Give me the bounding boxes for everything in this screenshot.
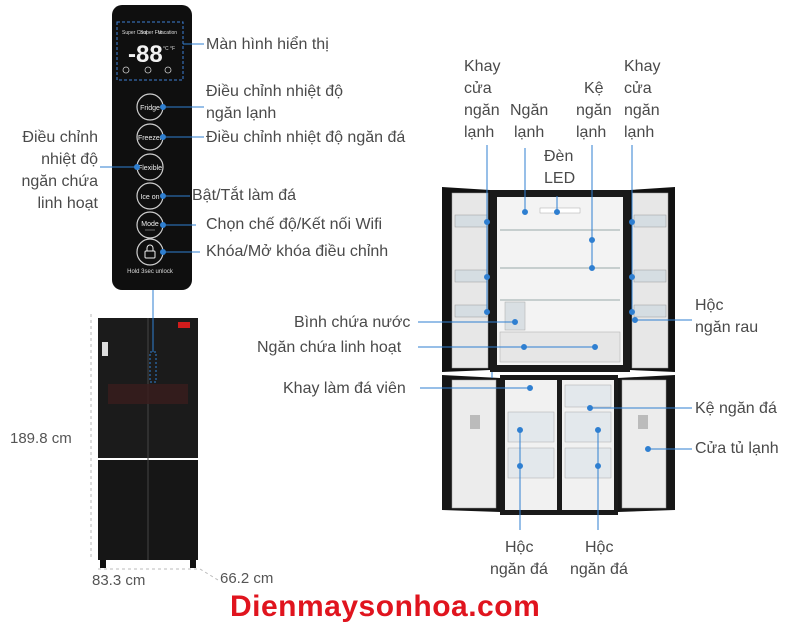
label-freezer-drawer-left-1: Hộc: [505, 539, 534, 556]
label-fridge-adjust-2: ngăn lạnh: [206, 105, 277, 122]
label-fridge-door: Cửa tủ lạnh: [695, 440, 779, 457]
label-door-tray-left-1: Khay: [464, 58, 501, 75]
lock-indicator-icon: [144, 66, 152, 74]
ice-on-button[interactable]: Ice on: [136, 182, 164, 210]
display-frame: [116, 21, 184, 81]
label-fridge-comp-2: lạnh: [514, 124, 545, 141]
temp-display: -88: [128, 41, 163, 68]
dimension-height: 189.8 cm: [10, 430, 72, 447]
temp-units: °C °F: [163, 46, 175, 52]
lock-icon: [144, 250, 156, 259]
label-freezer-shelf: Kệ ngăn đá: [695, 400, 777, 417]
label-water-tank: Bình chứa nước: [294, 314, 411, 331]
label-led-1: Đèn: [544, 148, 574, 165]
label-flex-adjust-2: nhiệt độ: [41, 151, 98, 168]
label-lock-toggle: Khóa/Mở khóa điều chỉnh: [206, 243, 389, 260]
label-flex-adjust-3: ngăn chứa: [21, 173, 98, 190]
dimension-width: 83.3 cm: [92, 572, 146, 589]
label-fridge-comp-1: Ngăn: [510, 102, 549, 119]
dimension-depth: 66.2 cm: [220, 570, 274, 587]
mode-button-label: Mode: [141, 221, 159, 228]
label-ice-toggle: Bật/Tắt làm đá: [192, 187, 297, 204]
label-ice-tray: Khay làm đá viên: [283, 380, 406, 397]
lock-button[interactable]: [136, 238, 164, 266]
fridge-button-label: Fridge: [140, 105, 160, 112]
label-mode-wifi: Chọn chế độ/Kết nối Wifi: [206, 216, 383, 233]
label-fridge-adjust-1: Điều chỉnh nhiệt độ: [206, 83, 343, 100]
label-freezer-drawer-left-2: ngăn đá: [490, 561, 548, 578]
display-top-label-3: Vacation: [158, 30, 177, 36]
flexible-button-label: Flexible: [138, 165, 162, 172]
label-freezer-adjust: Điều chỉnh nhiệt độ ngăn đá: [206, 129, 406, 146]
label-door-tray-right-1: Khay: [624, 58, 661, 75]
panel-callout-lines: [100, 43, 204, 255]
label-flex-adjust-1: Điều chỉnh: [22, 129, 98, 146]
label-door-tray-left-3: ngăn: [464, 102, 500, 119]
label-shelf-2: ngăn: [576, 102, 612, 119]
label-led-2: LED: [544, 170, 576, 187]
mode-button[interactable]: Mode: [136, 211, 164, 239]
label-door-tray-left-4: lạnh: [464, 124, 495, 141]
label-flex-comp: Ngăn chứa linh hoạt: [257, 339, 402, 356]
label-door-tray-right-3: ngăn: [624, 102, 660, 119]
fridge-button[interactable]: Fridge: [136, 93, 164, 121]
interior-callout-lines: [418, 145, 692, 530]
freezer-button[interactable]: Freezer: [136, 123, 164, 151]
dimension-lines: [90, 314, 219, 581]
label-freezer-drawer-right-1: Hộc: [585, 539, 614, 556]
open-fridge: [442, 187, 675, 515]
wifi-icon: [122, 66, 130, 74]
label-shelf-3: lạnh: [576, 124, 607, 141]
label-door-tray-right-4: lạnh: [624, 124, 655, 141]
label-freezer-drawer-right-2: ngăn đá: [570, 561, 628, 578]
closed-fridge: [98, 290, 198, 568]
flexible-button[interactable]: Flexible: [136, 153, 164, 181]
label-door-tray-right-2: cửa: [624, 80, 652, 97]
label-veg-drawer-1: Hộc: [695, 297, 724, 314]
label-display: Màn hình hiển thị: [206, 36, 329, 53]
label-veg-drawer-2: ngăn rau: [695, 319, 759, 336]
display-top-label-1: Super Cool: [122, 30, 147, 36]
ice-on-button-label: Ice on: [140, 194, 159, 201]
label-flex-adjust-4: linh hoạt: [37, 195, 99, 212]
ice-indicator-icon: [164, 66, 172, 74]
lock-hint: Hold 3sec unlock: [127, 269, 174, 275]
brand-watermark: Dienmaysonhoa.com: [230, 590, 541, 623]
freezer-button-label: Freezer: [138, 135, 163, 142]
display-top-label-2: Super Frz: [140, 30, 162, 36]
label-shelf-1: Kệ: [584, 80, 604, 97]
label-door-tray-left-2: cửa: [464, 80, 492, 97]
